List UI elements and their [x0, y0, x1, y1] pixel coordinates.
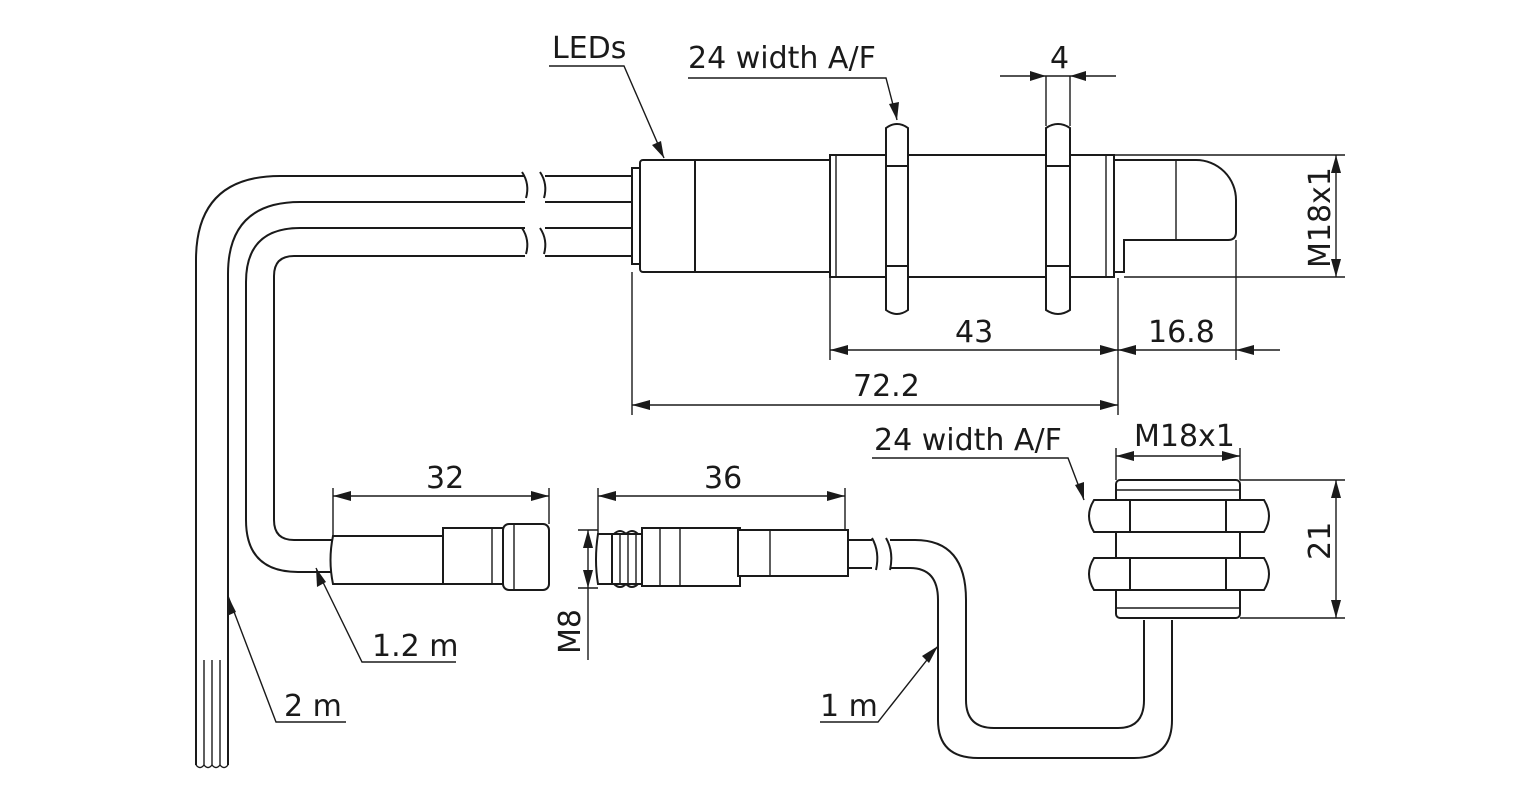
dim-m8 [578, 529, 598, 660]
label-nut-height: 21 [1303, 522, 1338, 560]
label-wrench-bottom: 24 width A/F [874, 423, 1062, 458]
sensor-nut-left [885, 123, 909, 315]
dim-lens-length [1118, 240, 1280, 360]
label-wrench-top: 24 width A/F [688, 41, 876, 76]
small-sensor-nut-top [1088, 499, 1270, 533]
dim-thread-bottom [1115, 448, 1241, 480]
leader-cable-1-2m [315, 567, 456, 663]
dim-thread-side [1114, 154, 1345, 278]
leader-cable-1m [820, 645, 939, 723]
label-plug-length: 32 [426, 461, 464, 496]
label-m8: M8 [553, 609, 588, 654]
sensor-body [631, 154, 1237, 278]
dim-socket-length [597, 488, 846, 534]
cable-1m [890, 539, 1173, 759]
label-thread-side: M18x1 [1303, 167, 1338, 268]
leader-wrench-bottom [872, 457, 1085, 501]
leader-cable-2m [227, 595, 346, 723]
label-thread-bottom: M18x1 [1134, 419, 1235, 454]
label-nut-thickness: 4 [1050, 41, 1069, 76]
m8-plug [329, 523, 550, 591]
dim-total-length [631, 272, 1118, 415]
small-sensor-nut-bottom [1088, 557, 1270, 591]
dim-plug-length [332, 488, 550, 536]
label-total-length: 72.2 [853, 369, 920, 404]
cable-2m [195, 171, 632, 769]
label-thread-length: 43 [955, 315, 993, 350]
label-leds: LEDs [552, 31, 626, 66]
leader-leds [549, 65, 665, 159]
m8-socket [595, 527, 893, 588]
label-cable-1-2m: 1.2 m [372, 629, 458, 664]
label-cable-2m: 2 m [284, 689, 342, 724]
label-cable-1m: 1 m [820, 689, 878, 724]
leader-wrench-top [688, 77, 899, 121]
dim-thread-length [829, 277, 1119, 415]
label-lens-length: 16.8 [1148, 315, 1215, 350]
sensor-nut-right [1045, 123, 1071, 315]
label-socket-length: 36 [704, 461, 742, 496]
dim-nut-height [1240, 479, 1345, 619]
cable-1-2m [245, 227, 525, 573]
dim-nut-thickness [1000, 71, 1116, 126]
